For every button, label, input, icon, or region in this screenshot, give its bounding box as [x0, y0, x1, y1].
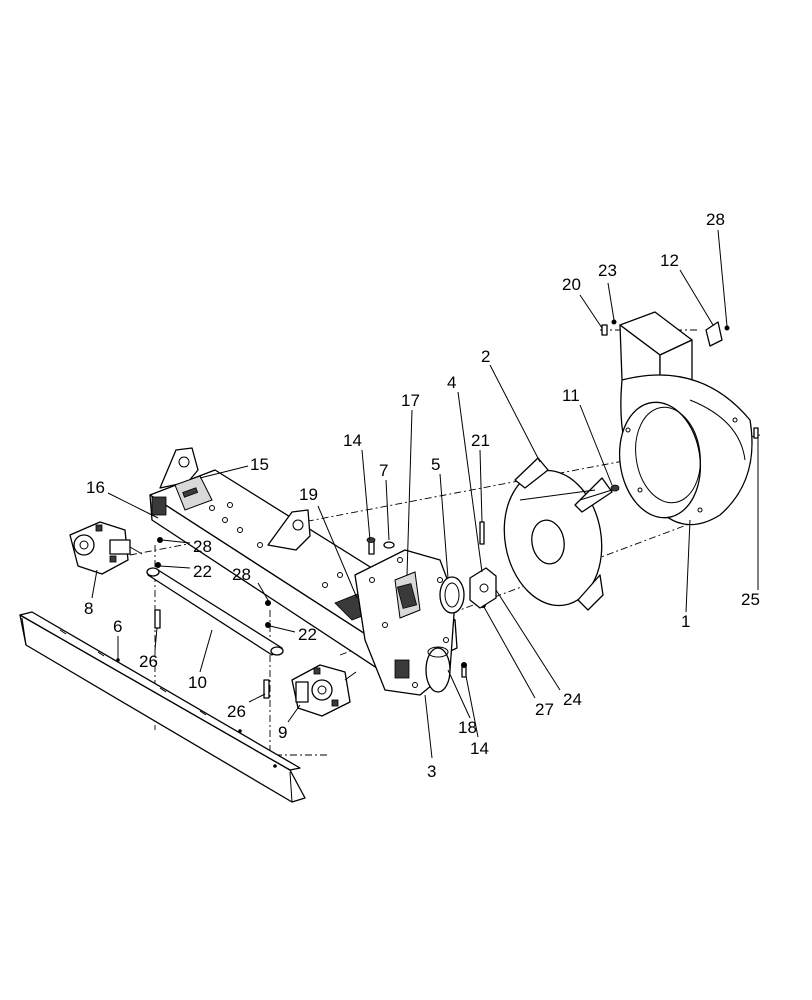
callout-14b: 14 — [470, 739, 489, 758]
callout-14a: 14 — [343, 431, 362, 450]
callout-23: 23 — [598, 261, 617, 280]
callout-24: 24 — [563, 690, 582, 709]
callout-28b: 28 — [193, 537, 212, 556]
seal-ring-part-5 — [439, 576, 465, 614]
blower-housing-part-1 — [618, 311, 753, 526]
callout-18: 18 — [458, 718, 477, 737]
bolt-part-11 — [579, 484, 620, 501]
hub-part-4 — [469, 567, 497, 609]
small-hardware — [154, 537, 271, 699]
fan-impeller-part-2 — [503, 457, 613, 611]
callout-11: 11 — [562, 386, 580, 405]
callout-28a: 28 — [706, 210, 725, 229]
callout-26b: 26 — [227, 702, 246, 721]
callout-19: 19 — [299, 485, 318, 504]
callout-10: 10 — [188, 673, 207, 692]
gearbox-part-9 — [291, 664, 357, 717]
leader-lines — [91, 229, 759, 759]
callout-9: 9 — [278, 723, 287, 742]
mounting-plate-part-3 — [354, 549, 456, 696]
callout-20: 20 — [562, 275, 581, 294]
callout-21: 21 — [471, 431, 490, 450]
callout-25: 25 — [741, 590, 760, 609]
callout-12: 12 — [660, 251, 679, 270]
clip-part-12 — [705, 321, 730, 347]
drive-shaft-part-10 — [146, 567, 284, 656]
callout-27: 27 — [535, 700, 554, 719]
callout-17: 17 — [401, 391, 420, 410]
callout-15: 15 — [250, 455, 269, 474]
callout-5: 5 — [431, 455, 440, 474]
angle-shield-part-6 — [19, 611, 306, 803]
callout-labels: 1 2 3 4 5 6 7 8 9 10 11 12 14 14 15 16 1… — [84, 210, 760, 781]
callout-8: 8 — [84, 599, 93, 618]
callout-28c: 28 — [232, 565, 251, 584]
callout-6: 6 — [113, 617, 122, 636]
callout-26a: 26 — [139, 652, 158, 671]
callout-16: 16 — [86, 478, 105, 497]
callout-2: 2 — [481, 347, 490, 366]
gearbox-part-8 — [69, 521, 143, 575]
callout-3: 3 — [427, 762, 436, 781]
bolts-part-20-23 — [601, 319, 617, 336]
callout-22b: 22 — [298, 625, 317, 644]
callout-1: 1 — [681, 612, 690, 631]
callout-22a: 22 — [193, 562, 212, 581]
bolt-part-25 — [753, 427, 759, 439]
callout-4: 4 — [447, 373, 456, 392]
callout-7: 7 — [379, 461, 388, 480]
